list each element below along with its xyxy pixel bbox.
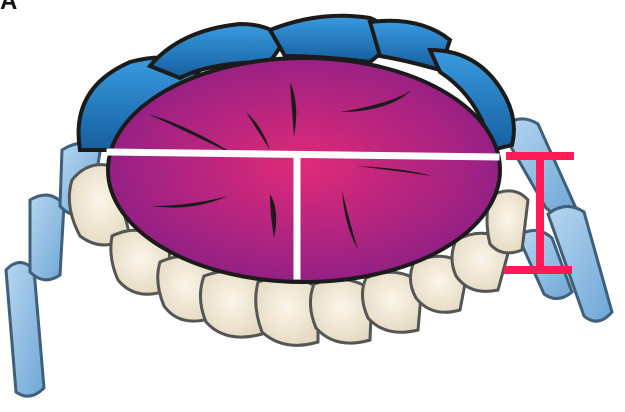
inner-cell (200, 271, 262, 337)
central-mass (108, 58, 500, 282)
outer-cell (6, 263, 44, 397)
panel-label: A (0, 0, 17, 15)
inner-cell (256, 277, 318, 345)
horizontal-measure-line (110, 152, 496, 157)
outer-cell (30, 195, 64, 280)
